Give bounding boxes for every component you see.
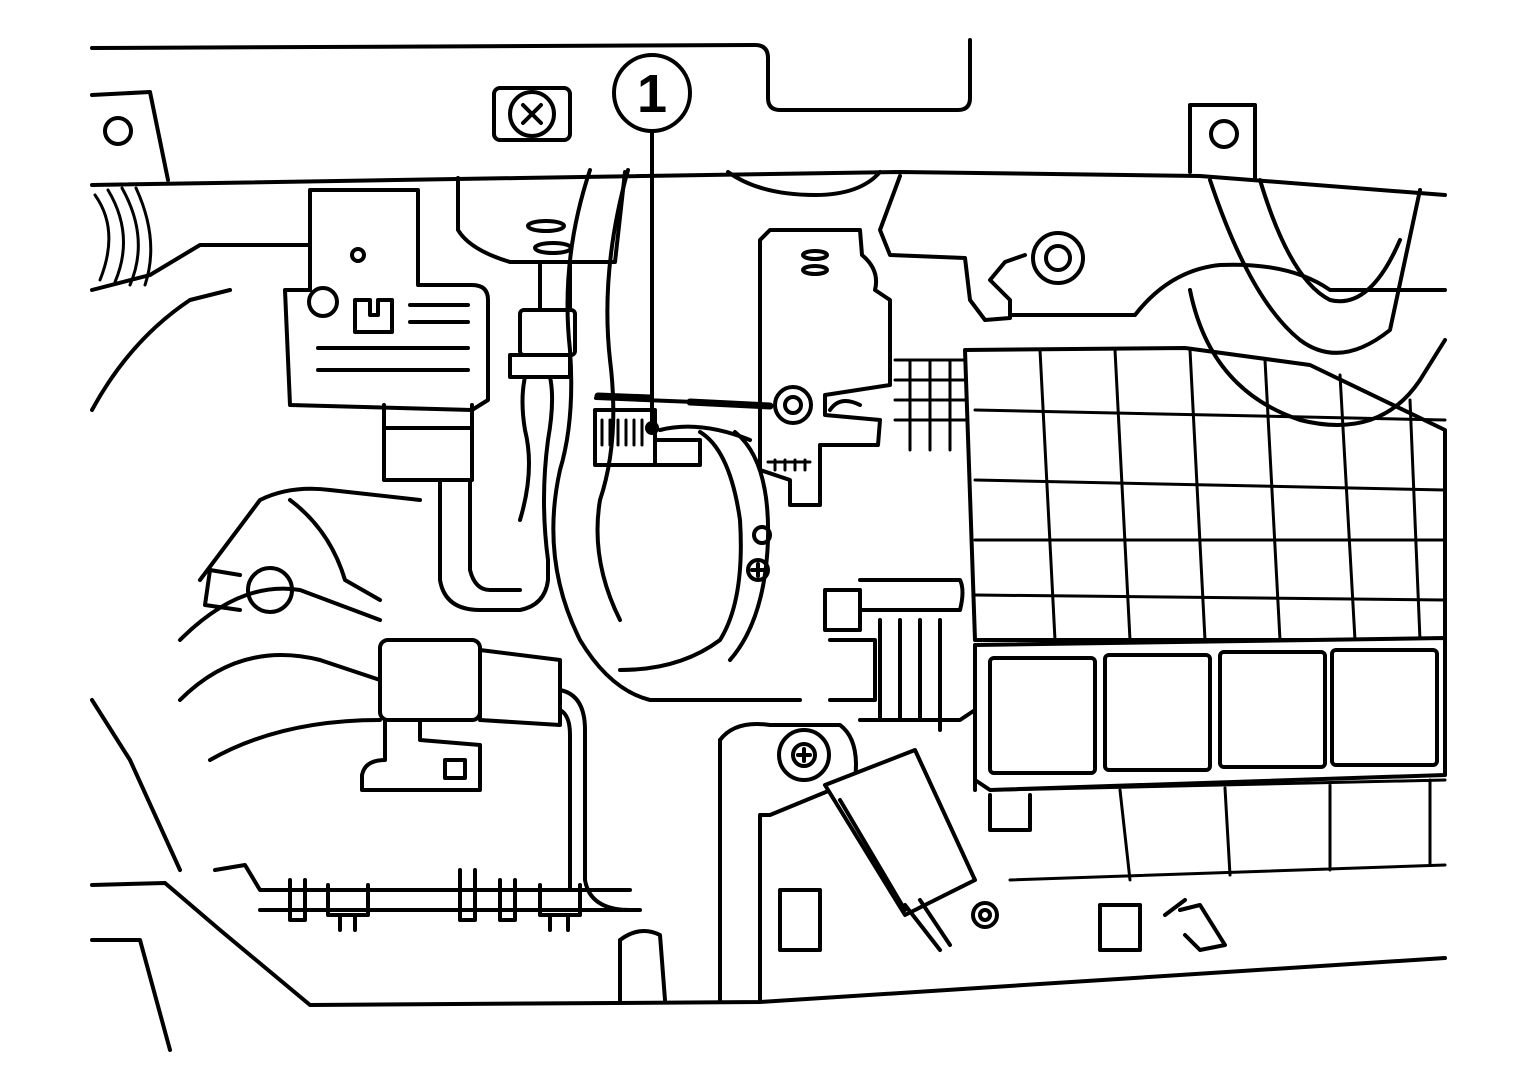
lower-center-connector xyxy=(778,748,999,952)
item-1-component xyxy=(593,385,813,467)
wiring-harness xyxy=(178,168,802,762)
bolt-head-icon xyxy=(492,86,572,142)
upper-connector xyxy=(508,263,577,562)
lower-right-box xyxy=(973,636,1447,882)
lower-right-clips xyxy=(1098,898,1227,952)
lower-left-connector xyxy=(360,638,632,912)
upper-right-duct xyxy=(726,170,1447,322)
center-bracket xyxy=(746,228,892,582)
left-mid-bracket xyxy=(203,498,382,614)
right-grid-panel xyxy=(893,346,1447,642)
left-hatched-panel xyxy=(90,186,312,412)
center-lower-bracket xyxy=(618,722,858,1002)
upper-cross-member xyxy=(90,38,1447,197)
center-upper-bracket xyxy=(456,170,627,264)
right-mid-connectors xyxy=(823,578,977,792)
callout-1: 1 xyxy=(612,53,692,435)
left-relay-bracket xyxy=(283,188,490,482)
callout-1-label: 1 xyxy=(637,64,667,124)
right-hoses xyxy=(1188,178,1447,427)
lower-rail xyxy=(90,698,1447,1052)
